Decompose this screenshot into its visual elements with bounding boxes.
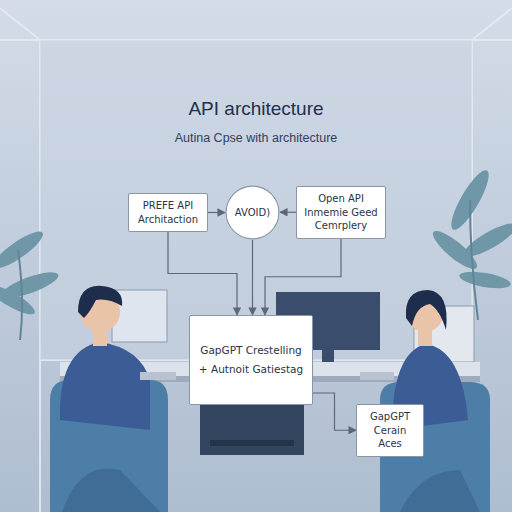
node-text: AVOID) xyxy=(235,206,270,220)
note-box: GapGPT Cerain Aces xyxy=(356,404,424,457)
diagram-title: API architecture xyxy=(0,98,512,120)
decision-circle: AVOID) xyxy=(225,185,280,240)
process-box: PREFE API Architaction xyxy=(128,193,208,232)
node-text: GapGPT Crestelling + Autnoit Gatiestag xyxy=(195,341,307,379)
connector-line xyxy=(252,240,253,315)
connector-line xyxy=(280,212,296,213)
gateway-box: GapGPT Crestelling + Autnoit Gatiestag xyxy=(189,315,313,405)
connector-line xyxy=(265,239,341,316)
process-box: Open API Inmemie Geed Cemrplery xyxy=(296,186,386,239)
node-text: PREFE API Architaction xyxy=(134,199,202,226)
node-text: GapGPT Cerain Aces xyxy=(362,410,418,451)
subtitle-label: Autina Cpse with architecture xyxy=(0,131,512,145)
connector-line xyxy=(313,393,356,430)
node-text: Open API Inmemie Geed Cemrplery xyxy=(302,192,380,233)
connector-line xyxy=(168,232,237,315)
connector-line xyxy=(208,212,225,213)
